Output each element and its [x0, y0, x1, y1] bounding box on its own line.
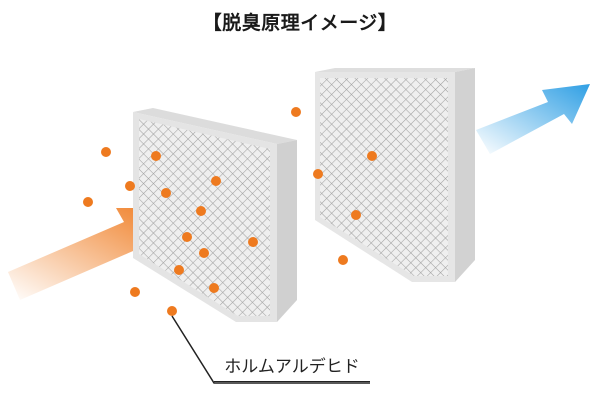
particle: [199, 248, 209, 258]
particle: [209, 283, 219, 293]
filter-1-mesh: [139, 119, 270, 316]
label-leader-line: [171, 315, 370, 384]
particle: [351, 210, 361, 220]
particle: [101, 147, 111, 157]
particle: [196, 206, 206, 216]
particle: [151, 151, 161, 161]
particle: [182, 232, 192, 242]
filter-2-top: [315, 68, 475, 72]
particle: [174, 265, 184, 275]
particle: [248, 237, 258, 247]
particle: [161, 188, 171, 198]
particle: [130, 287, 140, 297]
filter-1: [133, 108, 297, 322]
particles: [83, 107, 377, 316]
outflow-arrow: [476, 84, 590, 154]
particle: [338, 255, 348, 265]
filter-2-mesh: [320, 78, 448, 276]
filter-1-top: [133, 108, 297, 144]
diagram-title: 【脱臭原理イメージ】: [202, 12, 398, 34]
particle: [291, 107, 301, 117]
particle: [167, 306, 177, 316]
particle: [125, 181, 135, 191]
filter-2: [315, 68, 475, 282]
filter-1-side: [277, 140, 297, 322]
particle: [83, 197, 93, 207]
particle: [211, 176, 221, 186]
particle: [367, 151, 377, 161]
particle-label: ホルムアルデヒド: [214, 352, 370, 382]
particle: [313, 169, 323, 179]
filter-2-side: [455, 68, 475, 282]
